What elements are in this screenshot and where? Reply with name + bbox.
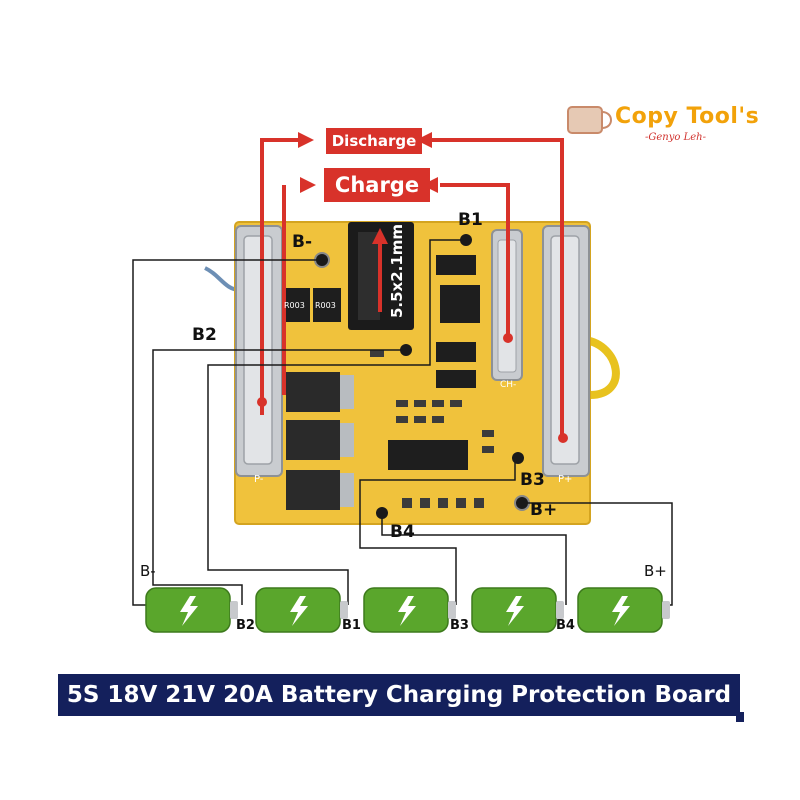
logo-subtext: -Genyo Leh-: [645, 132, 706, 143]
silk-p-minus: P-: [254, 474, 264, 485]
p-minus-dot: [257, 397, 267, 407]
pad-label-b2: B2: [192, 325, 217, 345]
title-banner-notch: [736, 712, 744, 722]
mosfet-group: [286, 372, 354, 510]
cell-label-b-minus: B-: [140, 562, 156, 580]
smd-resistors: [370, 350, 494, 508]
pad-label-b4: B4: [390, 522, 415, 542]
cell-junction-b4: B4: [556, 618, 575, 633]
cell-label-b-plus: B+: [644, 562, 667, 580]
pad-label-b1: B1: [458, 210, 483, 230]
p-plus-dot: [558, 433, 568, 443]
logo-text: Copy Tool's: [615, 104, 760, 129]
discharge-arrow-left: [298, 132, 314, 148]
charge-label: Charge: [324, 168, 430, 202]
discharge-label: Discharge: [326, 128, 422, 154]
silk-r003-right: R003: [315, 301, 336, 310]
terminal-p-plus-inner: [550, 235, 580, 465]
battery-cell-3: [363, 587, 456, 633]
charge-path: [282, 183, 510, 395]
ch-minus-dot: [503, 333, 513, 343]
dc-jack-slot: [358, 232, 380, 320]
pad-label-b3: B3: [520, 470, 545, 490]
copytools-logo: Copy Tool's -Genyo Leh-: [565, 100, 780, 150]
connector-size-label: 5.5x2.1mm: [388, 223, 407, 319]
charge-arrow-right: [422, 177, 438, 193]
product-title: 5S 18V 21V 20A Battery Charging Protecti…: [66, 682, 732, 708]
battery-cell-5: [577, 587, 670, 633]
battery-cell-4: [471, 587, 564, 633]
silk-ch-minus: CH-: [500, 380, 517, 390]
cell-junction-b2: B2: [236, 618, 255, 633]
cell-junction-b1: B1: [342, 618, 361, 633]
battery-cell-2: [255, 587, 348, 633]
silk-r003-left: R003: [284, 301, 305, 310]
discharge-arrow-right: [416, 132, 432, 148]
discharge-path: [260, 138, 564, 440]
resistor-r003-left: [282, 288, 310, 322]
yellow-wire: [584, 336, 620, 399]
pad-label-b-plus: B+: [530, 500, 558, 520]
charge-arrow-left: [300, 177, 316, 193]
balance-wires: [132, 239, 673, 606]
logo-cup-icon: [567, 106, 612, 134]
main-ic: [388, 440, 468, 470]
small-ic: [440, 285, 480, 323]
battery-cells: [145, 587, 670, 633]
smd-component-1: [436, 255, 476, 275]
title-banner: 5S 18V 21V 20A Battery Charging Protecti…: [58, 674, 740, 716]
dc-jack-arrow-head: [372, 228, 388, 244]
silk-p-plus: P+: [558, 474, 573, 485]
smd-component-2: [436, 342, 476, 362]
pad-label-b-minus: B-: [292, 232, 313, 252]
cell-junction-b3: B3: [450, 618, 469, 633]
battery-cell-1: [145, 587, 238, 633]
smd-component-3: [436, 370, 476, 388]
resistor-r003-right: [313, 288, 341, 322]
